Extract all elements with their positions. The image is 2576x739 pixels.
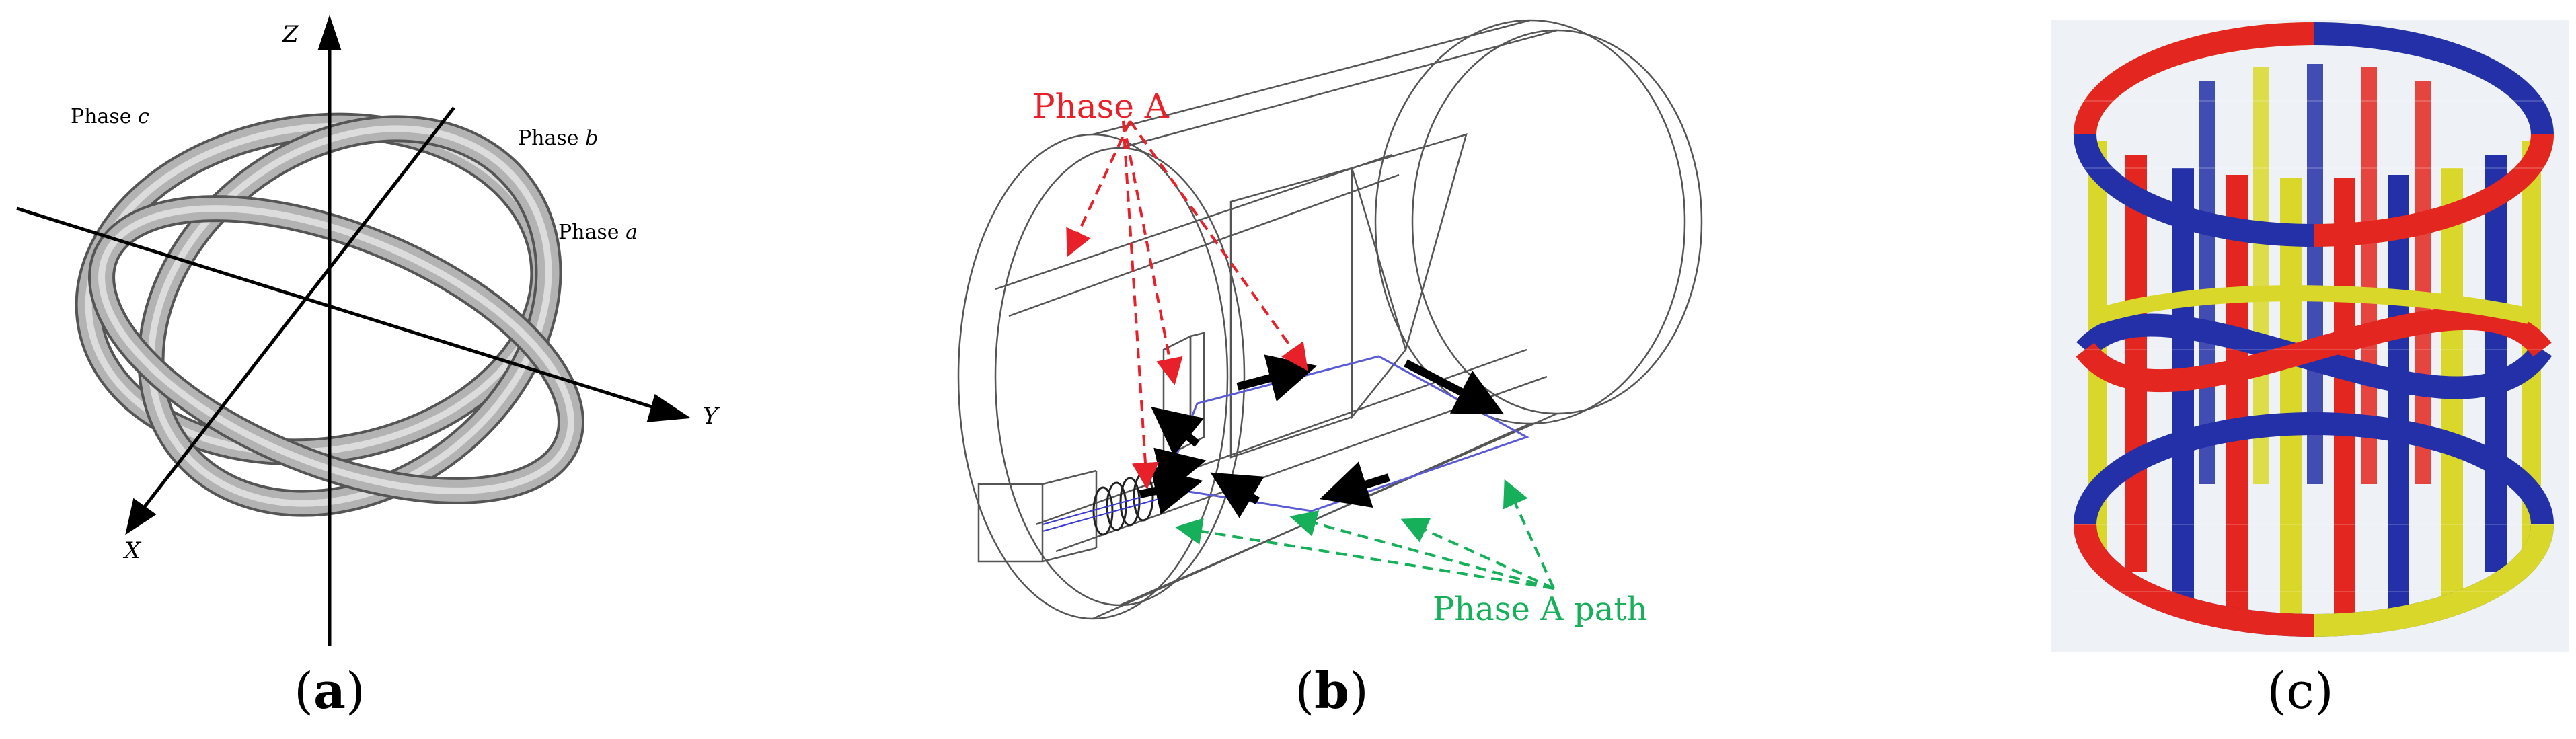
caption-b: (b) [1295, 662, 1369, 720]
label-phase-a: Phase a [558, 221, 638, 244]
phase-a-arrows [1066, 120, 1308, 490]
x-axis-line [140, 106, 455, 512]
mesh-overlay [2072, 100, 2556, 592]
x-axis-arrow [125, 498, 157, 535]
label-phase-a: Phase A [1032, 87, 1170, 126]
front-top-ring [2074, 134, 2554, 247]
axes [16, 15, 691, 646]
phase-rings [75, 112, 584, 517]
caption-c: (c) [2267, 662, 2334, 720]
label-phase-a-path: Phase A path [1433, 590, 1648, 628]
cylinder-wireframe [957, 19, 1703, 620]
panel-b-diagram: Phase A Phase A path [957, 19, 1703, 628]
y-axis-arrow [646, 394, 691, 422]
bottom-rings [2074, 412, 2554, 637]
label-phase-c: Phase c [71, 105, 149, 128]
current-arrows [1139, 354, 1505, 518]
panel-a-diagram: Z Y X Phase c Phase b Phase a [16, 15, 720, 646]
ring-phase-a [88, 195, 584, 504]
phase-a-path-arrows [1175, 479, 1555, 590]
label-phase-b: Phase b [518, 126, 598, 150]
connector-coil [1042, 472, 1164, 536]
panel-a-orthogonal-rings: Z Y X Phase c Phase b Phase a [0, 0, 740, 659]
middle-rings [2076, 285, 2552, 399]
z-axis-arrow [317, 15, 342, 50]
panel-c-coil-rendering [2031, 0, 2576, 659]
axis-x-label: X [122, 537, 142, 564]
caption-a: (a) [294, 662, 365, 720]
y-axis-line [16, 206, 663, 412]
axis-z-label: Z [282, 21, 299, 48]
axis-y-label: Y [703, 403, 720, 430]
ring-phase-b [137, 115, 562, 517]
panel-c-diagram [2051, 20, 2569, 652]
panel-b-phase-a-path: Phase A Phase A path [921, 0, 1749, 659]
